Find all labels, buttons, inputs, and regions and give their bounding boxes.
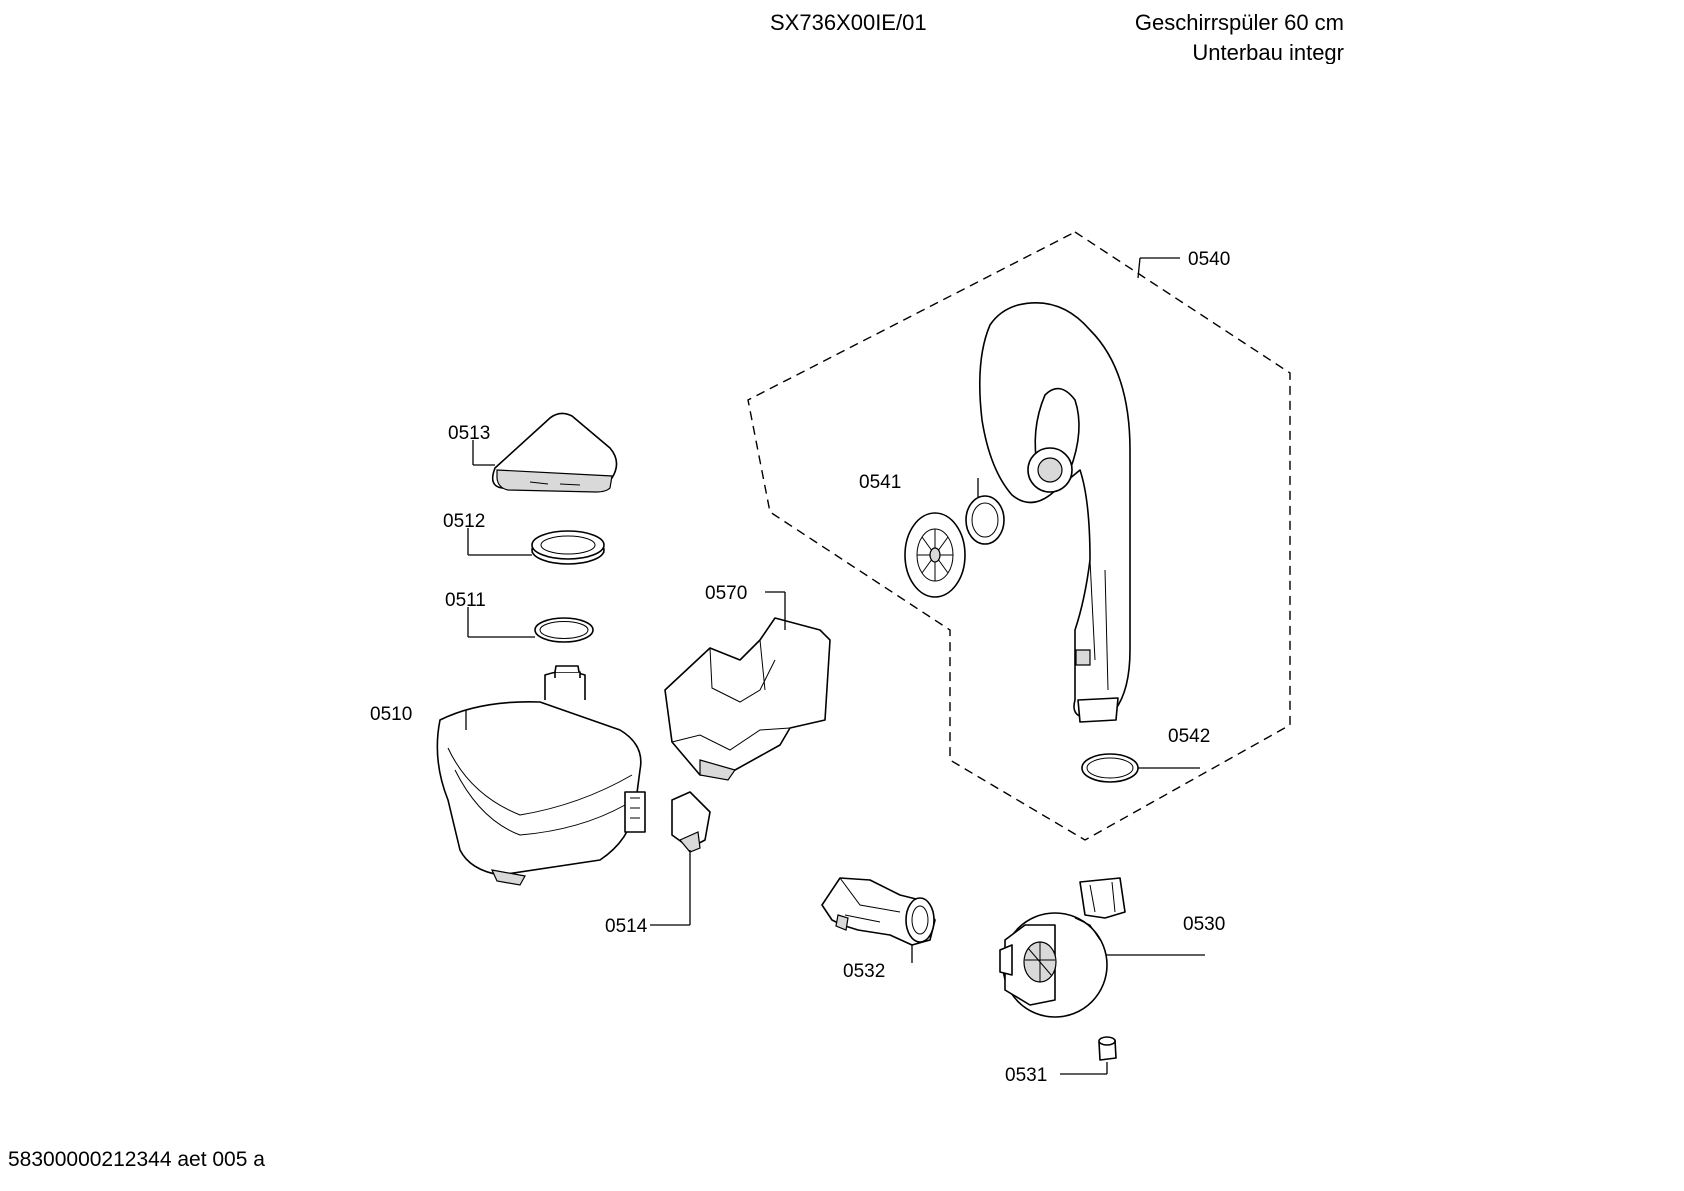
part-0512-ring[interactable] [531,530,605,565]
part-0531-plug[interactable] [1098,1036,1117,1061]
part-0532-adapter[interactable] [821,877,936,946]
callout-0512: 0512 [443,511,485,532]
part-0570-bracket[interactable] [664,617,831,781]
part-0540-conduit[interactable] [978,302,1131,723]
callout-0532: 0532 [843,961,885,982]
callout-0510: 0510 [370,704,412,725]
part-0541-impeller[interactable] [904,495,1005,598]
callout-0542: 0542 [1168,726,1210,747]
callout-0541: 0541 [859,472,901,493]
callout-0540: 0540 [1188,249,1230,270]
callout-0513: 0513 [448,423,490,444]
callout-0531: 0531 [1005,1065,1047,1086]
part-0510-salt-container[interactable] [436,665,646,886]
callout-0514: 0514 [605,916,648,937]
part-0513-cap[interactable] [491,412,618,493]
product-description: Geschirrspüler 60 cm [1134,10,1344,35]
part-0530-pump[interactable] [999,877,1126,1018]
document-reference: 58300000212344 aet 005 a [8,1148,265,1171]
part-0542-seal[interactable] [1081,753,1139,783]
callout-0570: 0570 [705,583,747,604]
callout-0530: 0530 [1183,914,1225,935]
part-0511-o-ring[interactable] [534,617,594,643]
product-subtitle: Unterbau integr [1192,40,1344,64]
callout-0511: 0511 [445,590,486,611]
model-number: SX736X00IE/01 [770,10,927,35]
part-0514-clip[interactable] [671,791,711,853]
